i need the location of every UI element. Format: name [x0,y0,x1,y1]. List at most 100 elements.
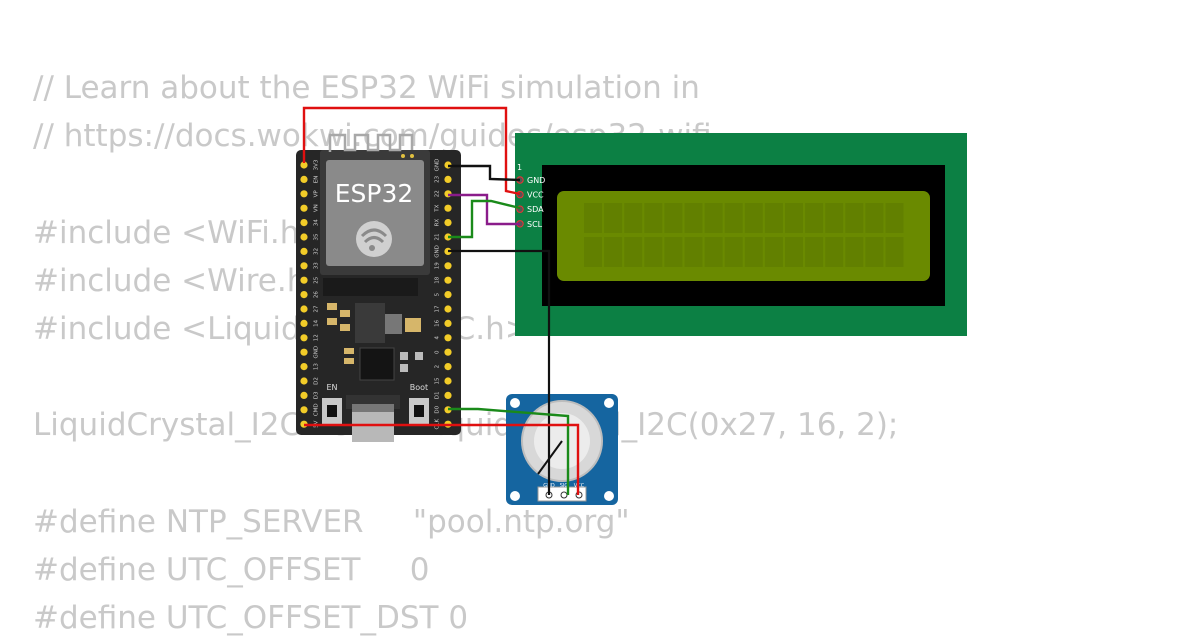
esp32-pin-pad[interactable] [444,175,452,183]
esp32-pin-pad[interactable] [444,334,452,342]
esp32-pin-pad[interactable] [300,363,308,371]
esp32-pin-pad[interactable] [300,291,308,299]
esp32-pin-label: 12 [314,334,320,341]
rf-shield [326,160,424,266]
esp32-pin-pad[interactable] [300,319,308,327]
lcd-char-cell [644,237,663,267]
esp32-pin-label: 27 [314,305,320,312]
wire-to-pot-signal[interactable] [448,407,570,495]
pcb-trace-area [323,278,418,296]
chip-label: ESP32 [335,179,414,208]
esp32-pin-label: D0 [435,405,441,413]
en-button-label: EN [326,383,337,392]
esp32-pin-label: 16 [435,319,441,326]
esp32-left-pin-labels: 3V3ENVPVN343532332526271412GND13D2D3CMD5… [314,159,320,428]
esp32-pin-label: 23 [435,175,441,182]
mounting-hole [604,398,614,408]
lcd-char-cell [624,203,643,233]
esp32-pin-label: 21 [435,234,441,241]
esp32-pin-label: 3V3 [314,159,320,170]
lcd-char-cell [865,203,884,233]
esp32-pin-pad[interactable] [444,262,452,270]
esp32-pin-label: 2 [435,365,441,369]
esp32-pin-pad[interactable] [300,276,308,284]
esp32-pin-pad[interactable] [444,276,452,284]
lcd-pin-label: SDA [527,205,544,214]
esp32-right-pin-header [444,161,452,428]
esp32-pin-label: 33 [314,262,320,269]
lcd-char-cell [744,237,763,267]
esp32-pin-label: 14 [314,319,320,326]
lcd-pin-label: SCL [527,220,543,229]
esp32-pin-label: GND [314,346,320,359]
esp32-pin-pad[interactable] [300,175,308,183]
esp32-pin-pad[interactable] [444,305,452,313]
voltage-regulator [355,303,385,343]
lcd-pin-label: VCC [527,191,544,200]
esp32-pin-label: 22 [435,190,441,197]
boot-button[interactable] [409,398,429,424]
wire-3v3-to-lcd-vcc[interactable] [302,106,521,196]
esp32-pin-label: GND [435,159,441,172]
lcd-char-cell [664,237,683,267]
esp32-pin-label: 5 [435,292,441,296]
lcd-char-cell [785,237,803,267]
en-button[interactable] [322,398,342,424]
esp32-pin-label: 25 [314,276,320,283]
esp32-pin-pad[interactable] [300,233,308,241]
esp32-pin-pad[interactable] [300,247,308,255]
wire-sda[interactable] [448,199,521,239]
lcd-char-cell [885,203,904,233]
esp32-pin-pad[interactable] [300,406,308,414]
esp32-pin-label: GND [435,245,441,258]
esp32-pin-pad[interactable] [444,219,452,227]
esp32-pin-pad[interactable] [444,391,452,399]
esp32-pin-label: VP [314,190,320,198]
esp32-pin-label: 13 [314,363,320,370]
esp32-pin-label: VN [314,204,320,212]
boot-button-label: Boot [410,383,428,392]
esp32-pin-pad[interactable] [300,204,308,212]
esp32-pin-pad[interactable] [300,190,308,198]
esp32-pin-pad[interactable] [444,291,452,299]
regulator-tab [385,314,402,334]
pot-pin-pad[interactable] [560,491,568,499]
esp32-pin-pad[interactable] [300,219,308,227]
esp32-pin-pad[interactable] [300,391,308,399]
esp32-pin-label: 32 [314,248,320,255]
esp32-board[interactable]: 3V3ENVPVN343532332526271412GND13D2D3CMD5… [296,133,461,442]
wires [302,106,580,495]
esp32-pin-pad[interactable] [444,319,452,327]
esp32-pin-label: 26 [314,291,320,298]
lcd-char-cell [805,203,824,233]
esp32-pin-pad[interactable] [300,377,308,385]
wire-scl[interactable] [448,193,520,226]
esp32-pin-pad[interactable] [444,377,452,385]
mounting-hole [510,398,520,408]
esp32-pin-pad[interactable] [444,348,452,356]
wire-gnd-to-lcd-gnd[interactable] [448,164,521,182]
wire-5v-to-pot-vcc[interactable] [304,423,580,495]
lcd-char-cell [845,237,864,267]
pot-pin-label: VCC [574,483,585,489]
esp32-pin-pad[interactable] [300,262,308,270]
lcd-char-cell [664,203,683,233]
lcd-char-cell [825,203,844,233]
esp32-pin-label: 15 [435,377,441,384]
esp32-pin-pad[interactable] [444,363,452,371]
esp32-pin-pad[interactable] [444,204,452,212]
esp32-pin-pad[interactable] [444,190,452,198]
esp32-pin-pad[interactable] [300,334,308,342]
lcd-char-cell [604,203,623,233]
mounting-hole [604,491,614,501]
esp32-pin-pad[interactable] [300,161,308,169]
esp32-pin-label: 17 [435,305,441,312]
esp32-pin-pad[interactable] [300,305,308,313]
lcd-char-cell [684,203,703,233]
esp32-pin-pad[interactable] [300,348,308,356]
lcd-char-cell [764,203,783,233]
pcb-antenna [328,133,414,152]
lcd-character-grid [584,203,904,267]
